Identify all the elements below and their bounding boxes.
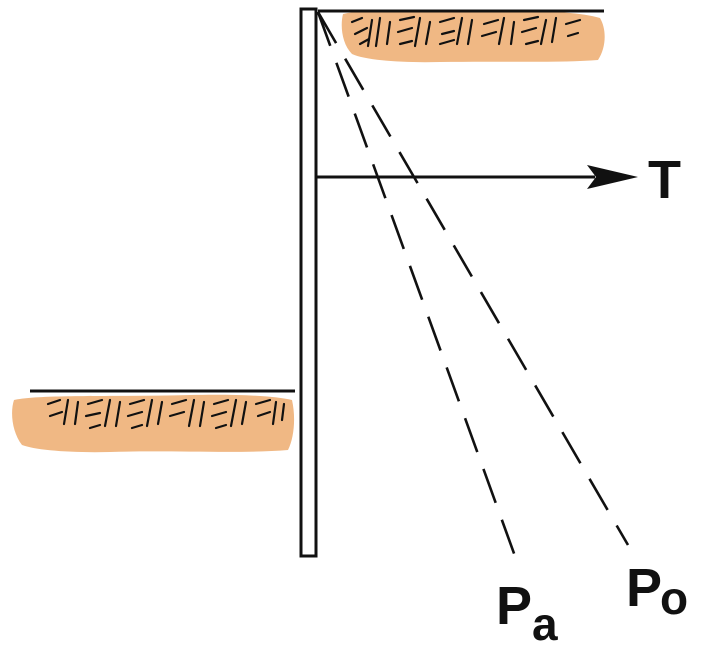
at-rest-pressure-label: P o [626,558,688,624]
lower-soil-fill [12,394,295,453]
at-rest-pressure-line [316,11,630,546]
lower-soil-hatching [46,398,286,430]
upper-soil-fill [341,10,605,63]
tension-arrowhead [587,165,638,189]
active-pressure-label-sub: a [532,598,558,650]
upper-soil [318,9,605,63]
active-pressure-label: P a [496,576,558,650]
active-pressure-line [316,11,522,571]
lower-soil [12,389,295,453]
sheet-pile-wall [299,7,318,558]
at-rest-pressure-label-sub: o [660,572,688,624]
tension-arrow [316,165,638,189]
active-pressure-label-p: P [496,576,532,636]
upper-soil-hatching [350,15,582,48]
tension-label: T [648,150,681,210]
at-rest-pressure-label-p: P [626,558,662,618]
